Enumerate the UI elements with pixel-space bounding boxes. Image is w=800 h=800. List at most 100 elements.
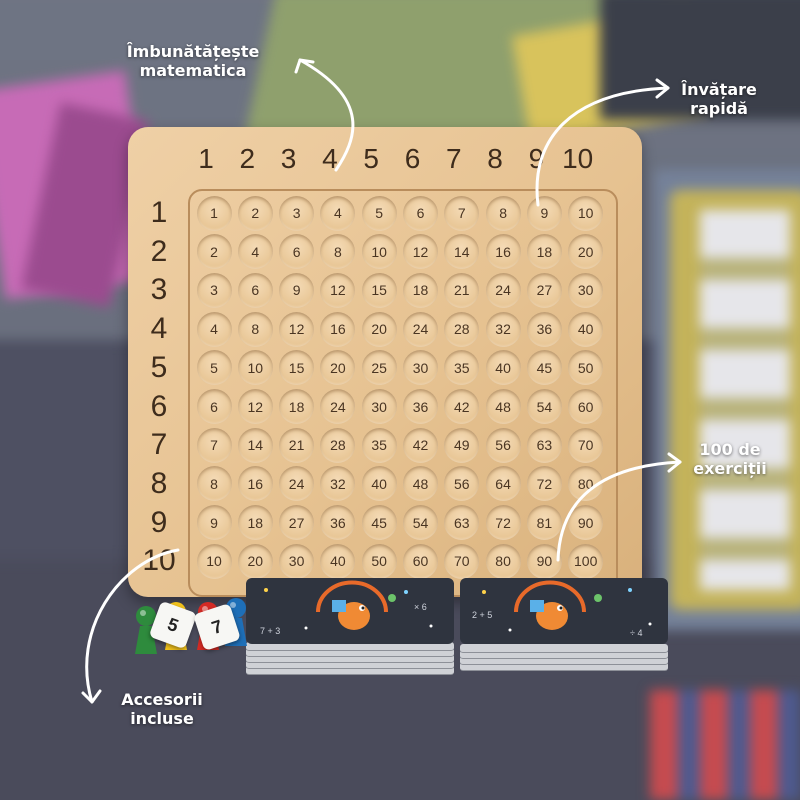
- board-cell: 6: [279, 234, 315, 270]
- row-header: 2: [150, 234, 168, 268]
- board-cell: 21: [444, 272, 480, 308]
- board-cell: 32: [485, 311, 521, 347]
- board-cell: 30: [403, 350, 438, 386]
- board-cell: 20: [237, 543, 273, 579]
- board-cell: 4: [237, 234, 273, 270]
- board-cell: 48: [403, 466, 438, 502]
- board-cell: 72: [485, 505, 521, 541]
- column-header: 4: [322, 143, 338, 174]
- board-cell: 8: [237, 311, 273, 347]
- board-cell: 18: [237, 505, 273, 541]
- board-cell: 36: [320, 505, 356, 541]
- board-cell: 35: [361, 427, 397, 463]
- row-header: 4: [150, 312, 168, 346]
- board-cell: 24: [279, 466, 315, 502]
- column-header: 6: [404, 143, 421, 174]
- column-header: 3: [280, 143, 297, 174]
- board-cell: 72: [526, 466, 562, 502]
- board-cell: 24: [403, 311, 438, 347]
- board-cell: 40: [320, 543, 356, 579]
- background-bottom-toy: [650, 690, 800, 800]
- row-header: 1: [150, 196, 168, 229]
- board-cell: 24: [485, 272, 521, 308]
- background-dark-panel: [600, 0, 800, 120]
- column-header: 5: [363, 143, 379, 174]
- board-cell: 90: [526, 543, 562, 579]
- arrow-exercises-head: [667, 452, 682, 473]
- board-cell: 30: [279, 543, 315, 579]
- column-header: 10: [562, 143, 594, 174]
- board-cell: 50: [568, 350, 604, 386]
- board-cell: 25: [361, 350, 397, 386]
- board-cell: 5: [196, 350, 232, 386]
- board-cell: 48: [485, 389, 521, 424]
- arrow-math: [298, 58, 355, 172]
- column-header: 7: [446, 143, 462, 174]
- board-cell: 20: [568, 234, 604, 270]
- row-header: 8: [150, 466, 168, 500]
- board-cell: 3: [196, 272, 232, 308]
- board-cell: 16: [485, 234, 521, 270]
- board-cell: 64: [485, 466, 521, 502]
- board-cell: 16: [237, 466, 273, 502]
- board-cell: 45: [526, 350, 562, 386]
- board-cell: 60: [568, 389, 604, 424]
- column-header: 1: [198, 143, 214, 174]
- column-header: 2: [239, 143, 256, 174]
- callout-fast-learning: Învățare rapidă: [681, 80, 757, 118]
- column-header: 8: [487, 143, 503, 174]
- arrow-math-head: [294, 58, 315, 74]
- board-cell: 5: [361, 195, 397, 231]
- board-cell: 12: [237, 389, 273, 424]
- board-cell: 32: [320, 466, 356, 502]
- board-cell: 35: [444, 350, 480, 386]
- board-cell: 10: [361, 234, 397, 270]
- board-cell: 40: [568, 311, 604, 347]
- svg-text:2 + 5: 2 + 5: [472, 610, 492, 620]
- board-cell: 20: [361, 311, 397, 347]
- arrow-accessories: [85, 548, 180, 704]
- svg-text:× 6: × 6: [414, 602, 427, 612]
- board-cell: 3: [279, 195, 315, 231]
- board-cell: 14: [237, 427, 273, 463]
- board-cell: 8: [485, 195, 521, 231]
- board-cell: 8: [320, 234, 356, 270]
- arrow-fast-head: [655, 78, 670, 99]
- board-cell: 10: [568, 195, 604, 231]
- board-cell: 56: [485, 427, 521, 463]
- board-cell: 16: [320, 311, 356, 347]
- board-cell: 50: [361, 543, 397, 579]
- callout-improves-math: Îmbunătățește matematica: [126, 42, 260, 80]
- row-header: 9: [150, 505, 168, 539]
- board-cell: 21: [279, 427, 315, 463]
- card-illustration: 7 + 3 × 6: [246, 578, 454, 644]
- board-cell: 14: [444, 234, 480, 270]
- board-cell: 63: [444, 505, 480, 541]
- board-cell: 6: [403, 195, 438, 231]
- board-cell: 40: [485, 350, 521, 386]
- board-cell: 4: [196, 311, 232, 347]
- board-cell: 54: [403, 505, 438, 541]
- board-cell: 27: [526, 272, 562, 308]
- board-cell: 45: [361, 505, 397, 541]
- board-cell: 2: [196, 234, 232, 270]
- board-cell: 18: [403, 272, 438, 308]
- row-header: 5: [150, 350, 168, 384]
- board-cell: 1: [196, 195, 232, 231]
- board-cell: 18: [279, 389, 315, 424]
- board-cell: 7: [196, 427, 232, 463]
- board-cell: 12: [403, 234, 438, 270]
- board-cell: 10: [237, 350, 273, 386]
- board-cell: 80: [568, 466, 604, 502]
- board-cell: 18: [526, 234, 562, 270]
- arrow-accessories-head: [81, 689, 102, 704]
- board-cell: 28: [320, 427, 356, 463]
- board-cell: 81: [526, 505, 562, 541]
- board-cell: 6: [196, 389, 232, 424]
- arrow-exercises: [556, 460, 682, 562]
- row-header: 3: [150, 273, 168, 307]
- board-cell: 70: [568, 427, 604, 463]
- card-deck-right: 2 + 5 ÷ 4: [460, 578, 668, 671]
- board-cell: 27: [279, 505, 315, 541]
- board-cell: 24: [320, 389, 356, 424]
